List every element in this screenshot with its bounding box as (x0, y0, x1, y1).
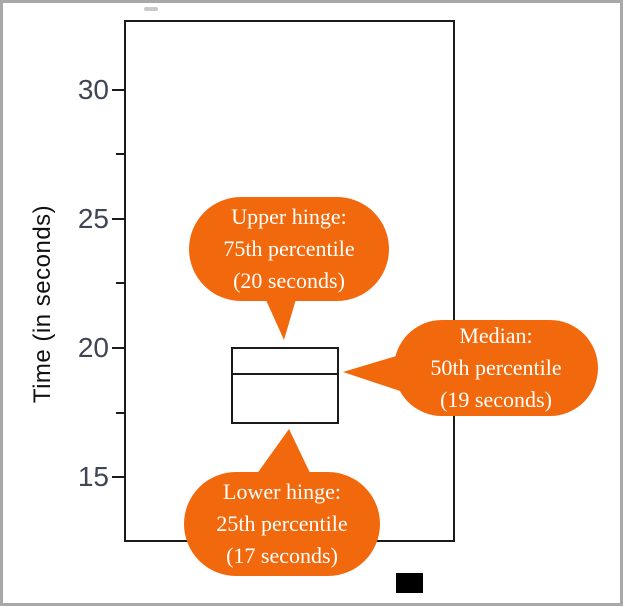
top-dash-decoration (144, 7, 158, 11)
y-tick-label: 30 (77, 74, 109, 105)
callout-upper-hinge: Upper hinge: 75th percentile (20 seconds… (189, 197, 389, 301)
y-axis-title: Time (in seconds) (29, 204, 56, 404)
y-tick-30 (112, 89, 125, 91)
callout-line: Median: (459, 323, 533, 348)
callout-lower-hinge: Lower hinge: 25th percentile (17 seconds… (184, 472, 380, 576)
y-minor-tick (116, 412, 125, 414)
callout-line: (19 seconds) (440, 387, 552, 412)
y-minor-tick (116, 153, 125, 155)
y-minor-tick (116, 282, 125, 284)
black-block-marker (396, 573, 423, 593)
callout-line: (17 seconds) (226, 543, 338, 568)
callout-median: Median: 50th percentile (19 seconds) (394, 320, 598, 416)
callout-line: 75th percentile (223, 236, 355, 261)
callout-line: (20 seconds) (233, 268, 345, 293)
median-line (232, 372, 338, 375)
callout-line: Lower hinge: (223, 479, 341, 504)
y-tick-25 (112, 218, 125, 220)
boxplot-box (231, 347, 339, 424)
callout-line: Upper hinge: (231, 204, 347, 229)
callout-line: 25th percentile (216, 511, 348, 536)
y-tick-15 (112, 476, 125, 478)
y-tick-label: 15 (77, 461, 109, 492)
y-tick-label: 25 (77, 203, 109, 234)
y-tick-label: 20 (77, 332, 109, 363)
y-tick-20 (112, 347, 125, 349)
callout-line: 50th percentile (430, 355, 562, 380)
